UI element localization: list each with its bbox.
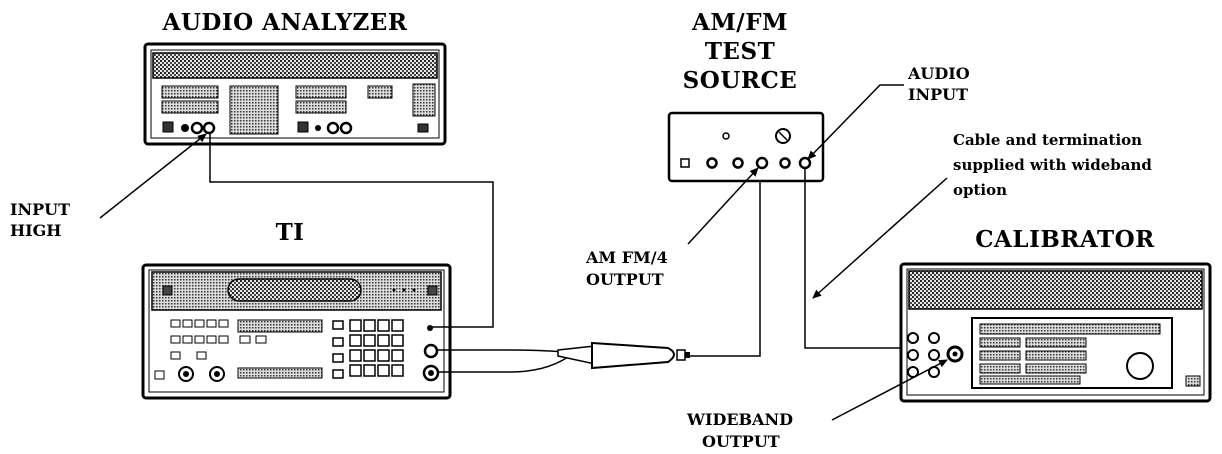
test-source-title-line2: TEST: [705, 38, 775, 65]
audio-analyzer: [143, 42, 447, 146]
input-high-label-line2: HIGH: [10, 221, 61, 240]
connector-icon: [339, 121, 353, 135]
audio-analyzer-title: AUDIO ANALYZER: [162, 9, 408, 36]
input-high-connector: [202, 121, 216, 135]
connector-icon: [190, 121, 204, 135]
audio-input-connector: [798, 156, 812, 170]
power-splitter: [557, 341, 690, 370]
cable-note-line3: option: [953, 181, 1007, 199]
cable-note-arrow: [812, 177, 948, 299]
wideband-output-arrow: [831, 359, 948, 421]
ti-display: [227, 278, 362, 302]
cable-note-line1: Cable and termination: [953, 131, 1142, 149]
calibrator-grille: [908, 270, 1203, 310]
cable-splitter-to-source: [690, 167, 761, 357]
cable-note-line2: supplied with wideband: [953, 156, 1152, 174]
input-high-arrow: [99, 133, 207, 219]
audio-analyzer-grille: [152, 52, 438, 79]
calibrator: [899, 262, 1212, 403]
connector-icon: [326, 121, 340, 135]
connector-icon: [181, 124, 189, 132]
ti-audio-output-connector: [427, 325, 433, 331]
cable-ti-rf-in: [437, 349, 566, 353]
calibrator-title: CALIBRATOR: [975, 226, 1155, 253]
input-high-label-line1: INPUT: [10, 200, 70, 219]
am-fm-output-label-line2: OUTPUT: [586, 270, 664, 289]
ti-title: TI: [276, 219, 305, 246]
am-fm-test-source: [667, 111, 825, 183]
wideband-output-label-line1: WIDEBAND: [686, 410, 793, 429]
audio-input-label-line1: AUDIO: [907, 64, 970, 83]
test-source-title-line1: AM/FM: [691, 9, 788, 36]
am-fm-output-arrow: [687, 167, 759, 245]
am-fm-output-label-line1: AM FM/4: [585, 248, 668, 267]
wideband-output-label-line2: OUTPUT: [702, 432, 780, 451]
cable-analyzer-to-ti: [209, 133, 494, 328]
ti-instrument: [141, 263, 452, 400]
calibrator-knob: [1126, 352, 1154, 380]
cable-ti-rf-out: [438, 356, 569, 373]
audio-input-arrow: [807, 84, 904, 160]
ti-rf-input-connector: [423, 343, 439, 359]
audio-input-label-line2: INPUT: [908, 85, 968, 104]
am-fm-output-connector: [755, 156, 769, 170]
test-source-title-line3: SOURCE: [683, 67, 798, 94]
